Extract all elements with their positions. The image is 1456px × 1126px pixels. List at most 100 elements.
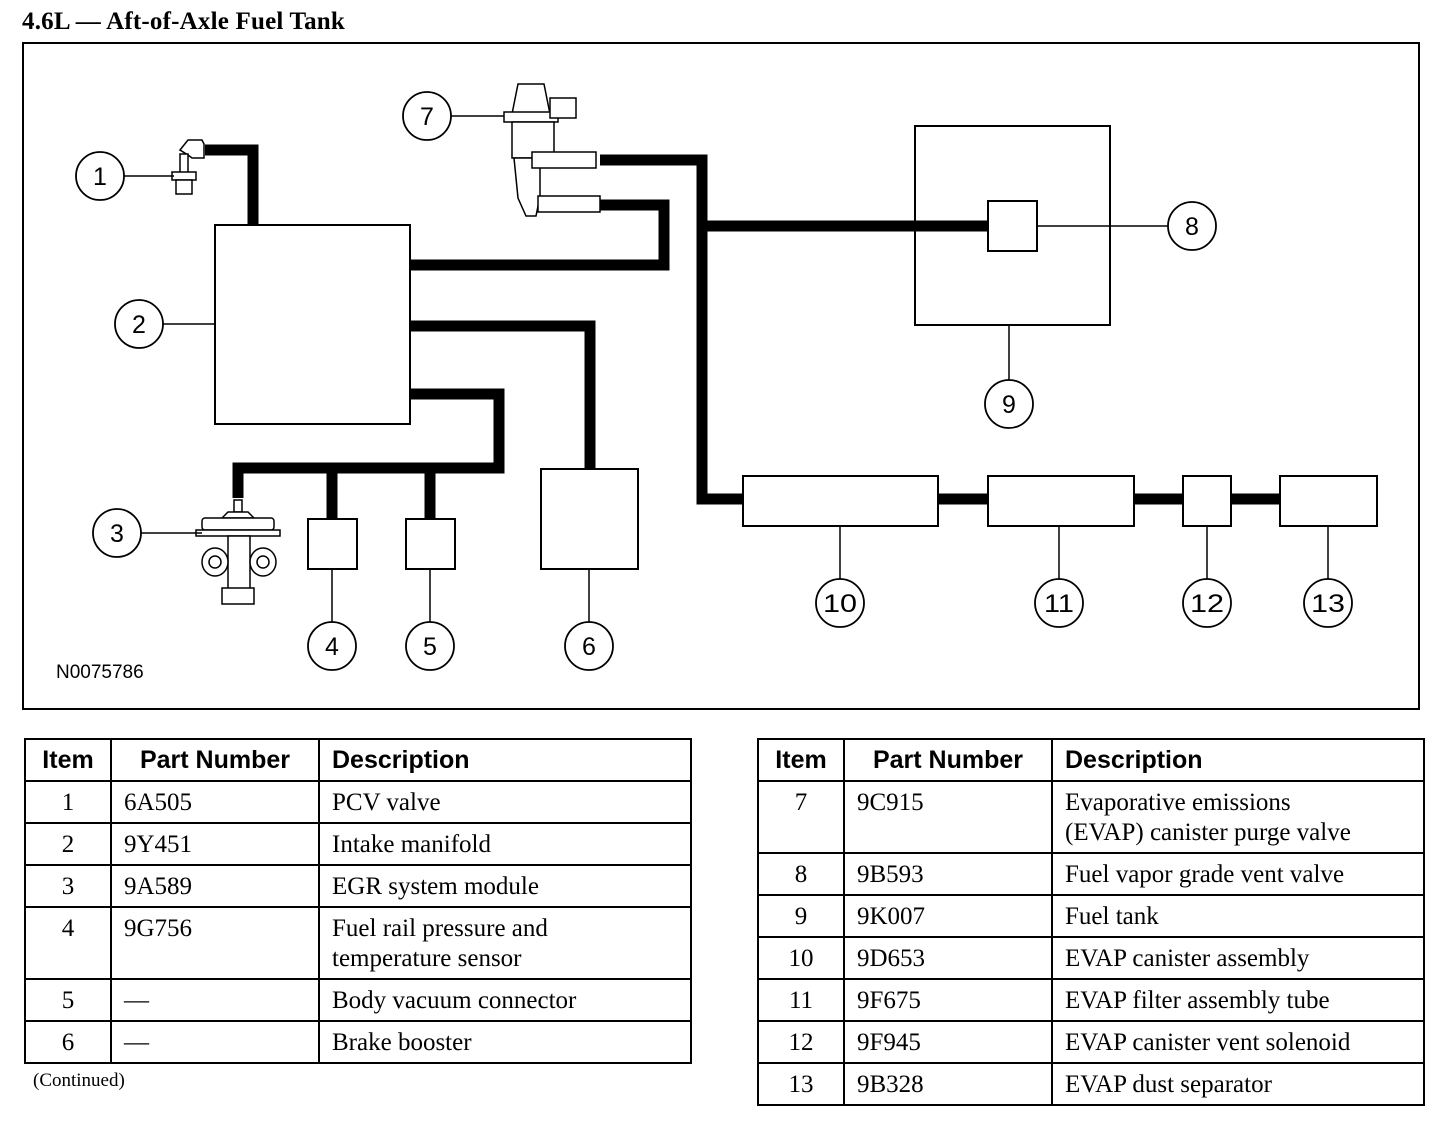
callout-2: 2 <box>132 311 146 339</box>
cell-part-number: — <box>110 978 320 1022</box>
description-line: Fuel rail pressure and <box>332 915 548 942</box>
header-part-number: Part Number <box>843 738 1053 782</box>
description-line: Body vacuum connector <box>332 987 577 1014</box>
body-vacuum-connector-box <box>405 518 456 570</box>
hose-manifold-to-vacuum-header <box>232 388 505 498</box>
callout-3-circle <box>92 508 142 558</box>
table-row: 6— Brake booster <box>24 1020 692 1064</box>
callout-2-circle <box>114 299 164 349</box>
cell-part-number: — <box>110 1020 320 1064</box>
cell-item: 4 <box>24 906 112 980</box>
vent-solenoid-box <box>1182 475 1232 527</box>
callout-4-circle <box>307 621 357 671</box>
description-line: PCV valve <box>332 789 441 816</box>
egr-module-icon <box>195 499 281 605</box>
grade-vent-valve-box <box>987 200 1038 252</box>
hose-manifold-to-purge-lower <box>410 199 670 271</box>
fuel-rail-sensor-box <box>307 518 358 570</box>
description-line: (EVAP) canister purge valve <box>1065 819 1351 846</box>
purge-valve-icon <box>503 83 601 217</box>
description-line: Fuel vapor grade vent valve <box>1065 861 1345 888</box>
cell-description: EVAP dust separator <box>1051 1062 1425 1106</box>
cell-item: 13 <box>757 1062 845 1106</box>
callout-1-circle <box>75 151 125 201</box>
cell-part-number: 9A589 <box>110 864 320 908</box>
evap-filter-tube-box <box>987 475 1135 527</box>
callout-3: 3 <box>110 520 124 548</box>
callout-8-circle <box>1167 201 1217 251</box>
callout-4: 4 <box>325 633 339 661</box>
description-line: EVAP filter assembly tube <box>1065 987 1330 1014</box>
description-line: EVAP dust separator <box>1065 1071 1272 1098</box>
hose-manifold-to-brake-booster <box>410 320 596 468</box>
cell-item: 1 <box>24 780 112 824</box>
callout-circles <box>75 91 1353 671</box>
vacuum-routing-diagram: 1 2 3 4 5 6 7 8 9 10 11 12 13 N0075786 <box>22 42 1420 710</box>
cell-part-number: 9F945 <box>843 1020 1053 1064</box>
cell-part-number: 9B593 <box>843 852 1053 896</box>
cell-description: EVAP filter assembly tube <box>1051 978 1425 1022</box>
cell-item: 6 <box>24 1020 112 1064</box>
hose-vent-to-canister <box>696 226 742 505</box>
callout-13: 13 <box>1311 590 1345 618</box>
callout-13-circle <box>1303 578 1353 628</box>
pcv-valve-icon <box>171 139 205 195</box>
hose-purge-to-tank-vent <box>600 154 988 232</box>
callout-8: 8 <box>1185 213 1199 241</box>
table-header-row: Item Part Number Description <box>757 738 1425 782</box>
callout-5: 5 <box>423 633 437 661</box>
callout-11: 11 <box>1044 590 1074 618</box>
cell-item: 10 <box>757 936 845 980</box>
description-line: temperature sensor <box>332 945 522 972</box>
evap-canister-box <box>742 475 939 527</box>
description-line: EGR system module <box>332 873 539 900</box>
callout-9-circle <box>984 379 1034 429</box>
brake-booster-box <box>540 468 639 570</box>
cell-item: 5 <box>24 978 112 1022</box>
description-line: Brake booster <box>332 1029 472 1056</box>
callout-5-circle <box>405 621 455 671</box>
callout-10-circle <box>815 578 865 628</box>
callout-9: 9 <box>1002 391 1016 419</box>
header-item: Item <box>24 738 112 782</box>
callout-6-circle <box>564 621 614 671</box>
cell-part-number: 9D653 <box>843 936 1053 980</box>
hose-pcv-to-manifold <box>205 144 259 224</box>
cell-description: Fuel rail pressure and temperature sensor <box>318 906 692 980</box>
cell-item: 8 <box>757 852 845 896</box>
cell-description: Body vacuum connector <box>318 978 692 1022</box>
figure-id: N0075786 <box>56 662 144 683</box>
callout-12: 12 <box>1190 590 1224 618</box>
cell-description: Evaporative emissions(EVAP) canister pur… <box>1051 780 1425 854</box>
header-part-number: Part Number <box>110 738 320 782</box>
cell-part-number: 9K007 <box>843 894 1053 938</box>
cell-description: EVAP canister assembly <box>1051 936 1425 980</box>
callout-10: 10 <box>823 590 857 618</box>
table-header-row: Item Part Number Description <box>24 738 692 782</box>
callout-11-circle <box>1034 578 1084 628</box>
vacuum-hoses <box>205 144 1280 518</box>
cell-description: EGR system module <box>318 864 692 908</box>
cell-item: 12 <box>757 1020 845 1064</box>
cell-description: Fuel vapor grade vent valve <box>1051 852 1425 896</box>
intake-manifold-box <box>214 224 411 425</box>
header-description: Description <box>1051 738 1425 782</box>
page-title: 4.6L — Aft-of-Axle Fuel Tank <box>22 8 345 35</box>
callout-7: 7 <box>420 103 434 131</box>
cell-description: Brake booster <box>318 1020 692 1064</box>
cell-part-number: 9F675 <box>843 978 1053 1022</box>
description-line: Fuel tank <box>1065 903 1159 930</box>
cell-description: Intake manifold <box>318 822 692 866</box>
